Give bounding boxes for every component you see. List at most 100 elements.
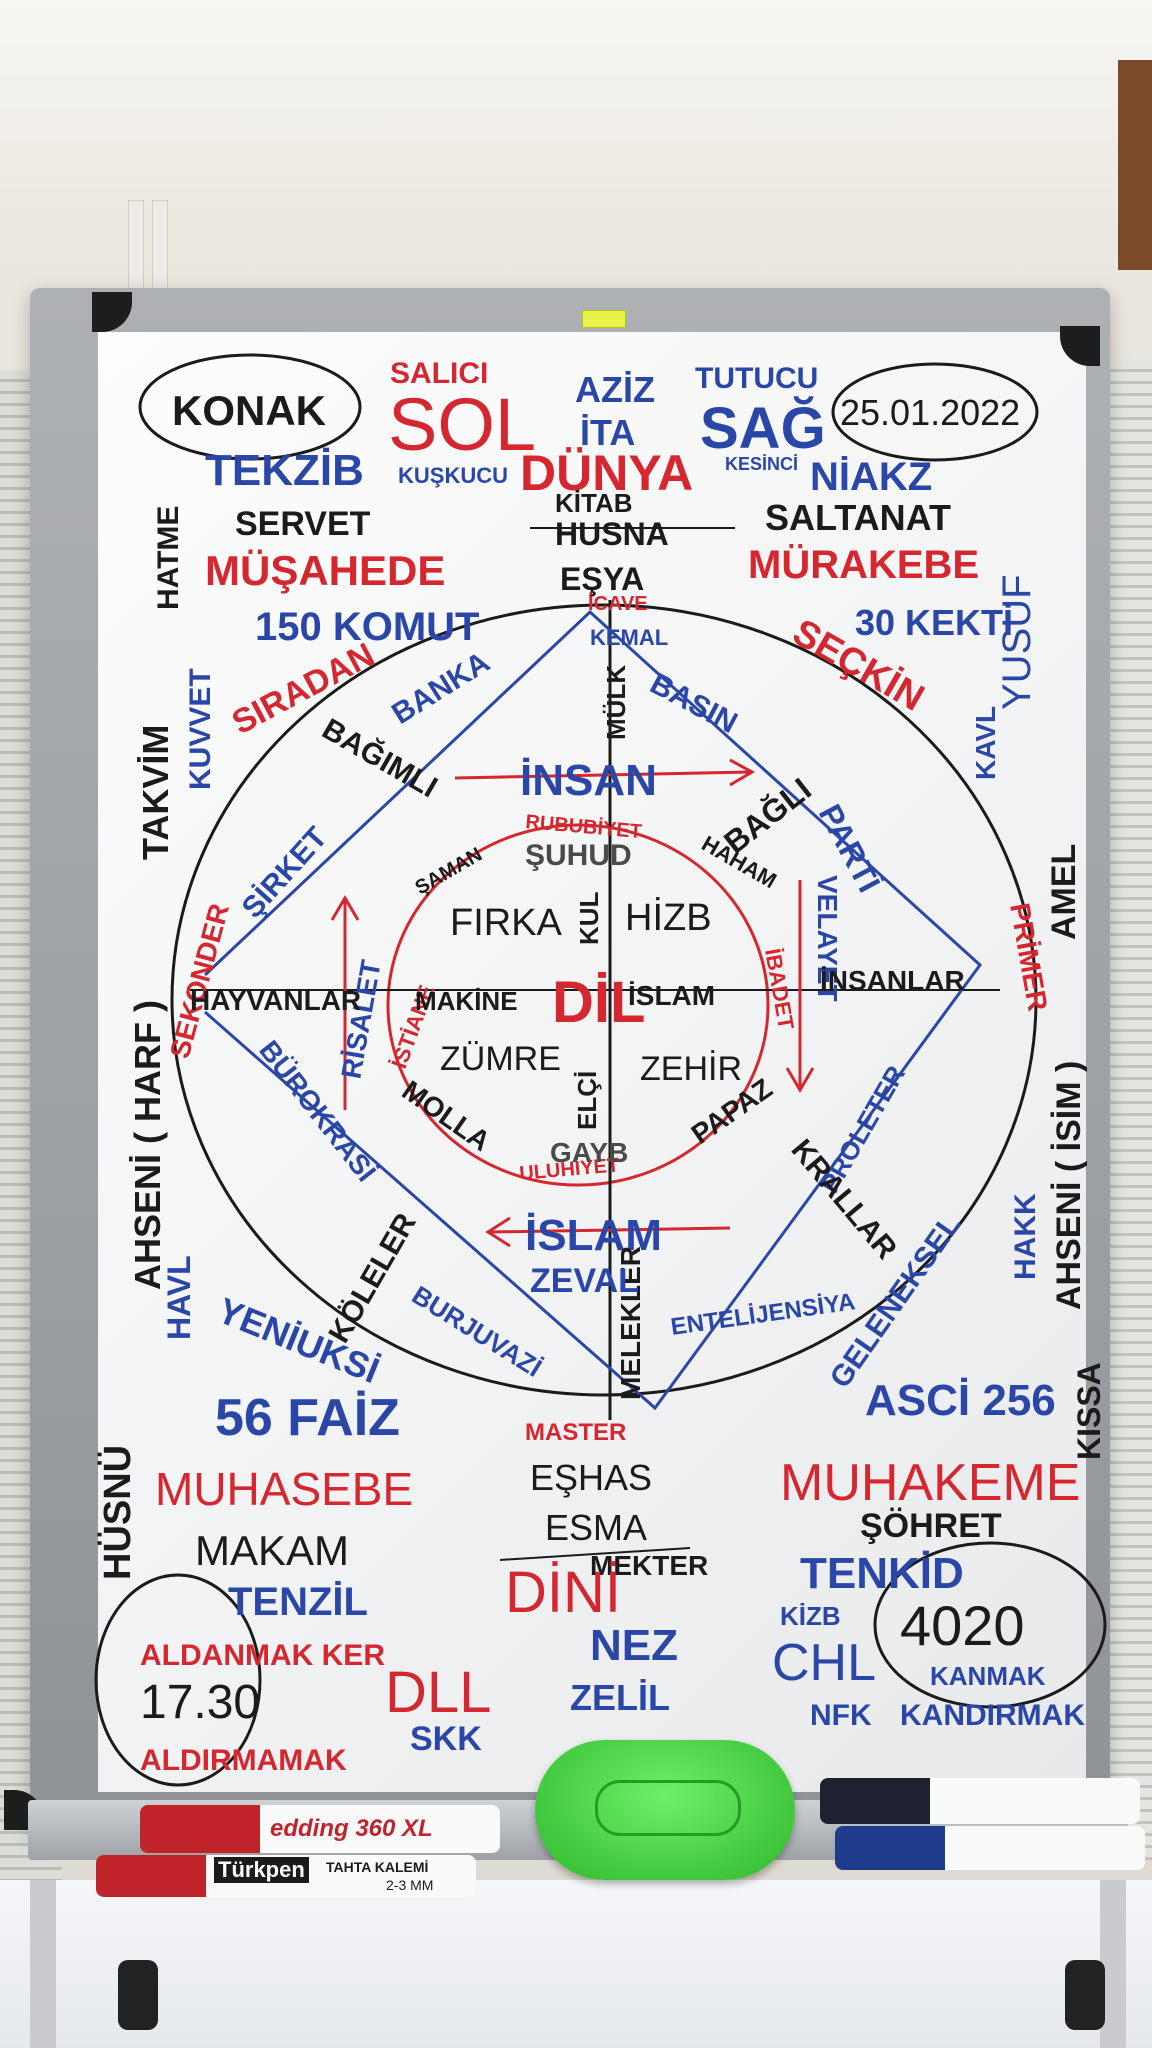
diamond-arrows <box>203 609 983 1411</box>
ceiling <box>0 0 1152 230</box>
turkpen-marker[interactable]: Türkpen TAHTA KALEMİ 2-3 MM <box>96 1855 476 1897</box>
murakebe-text: MÜRAKEBE <box>748 542 979 587</box>
bagimli-text: BAĞIMLI <box>317 712 444 805</box>
time-text: 17.30 <box>140 1676 260 1729</box>
makam-text: MAKAM <box>195 1527 349 1574</box>
firka-text: FIRKA <box>450 902 563 944</box>
brown-cabinet <box>1118 60 1152 270</box>
kitab-text: KİTAB <box>555 488 633 518</box>
yusuf-text: YUSUF <box>995 574 1039 710</box>
whiteboard-eraser[interactable] <box>535 1740 795 1880</box>
dll-text: DLL <box>385 1660 491 1725</box>
blue-marker[interactable] <box>835 1826 1145 1870</box>
esya-text: EŞYA <box>560 561 644 597</box>
hayvanlar-text: HAYVANLAR <box>190 985 361 1016</box>
kekti-text: 30 KEKTİ <box>855 602 1013 643</box>
year-circle <box>873 1541 1107 1709</box>
turkpen-size-label: 2-3 MM <box>386 1877 434 1893</box>
husna-text: HUSNA <box>555 516 669 552</box>
sohret-text: ŞÖHRET <box>860 1507 1002 1545</box>
hizb-text: HİZB <box>625 896 712 939</box>
inner-circle <box>386 823 770 1187</box>
koleler-text: KÖLELER <box>322 1208 422 1349</box>
aldirmamak-text: ALDIRMAMAK <box>140 1744 347 1777</box>
komut-text: 150 KOMUT <box>255 605 480 649</box>
kesinci-text: KESİNCİ <box>725 454 798 474</box>
year-text: 4020 <box>900 1594 1025 1657</box>
saman-text: ŞAMAN <box>412 844 487 900</box>
amel-text: AMEL <box>1045 844 1083 940</box>
konak-circle <box>138 353 362 461</box>
muhasebe-text: MUHASEBE <box>155 1463 413 1515</box>
kul-text: KUL <box>574 891 604 945</box>
arrow-head <box>785 1067 815 1093</box>
stand-knob[interactable] <box>118 1960 158 2030</box>
aldanmak-text: ALDANMAK KER <box>140 1639 385 1672</box>
underline <box>499 1547 691 1561</box>
elci-text: ELÇİ <box>572 1071 602 1130</box>
eshas-text: EŞHAS <box>530 1457 652 1498</box>
date-text: 25.01.2022 <box>840 392 1020 433</box>
kuvvet-text: KUVVET <box>184 668 217 790</box>
zeval-text: ZEVAL <box>530 1262 639 1300</box>
floor <box>0 1880 1152 2048</box>
hakk-text: HAKK <box>1009 1193 1042 1280</box>
ita-text: İTA <box>580 412 635 453</box>
yellow-sticker <box>582 310 626 328</box>
zumre-text: ZÜMRE <box>440 1040 561 1078</box>
kemal-text: KEMAL <box>590 625 668 650</box>
tutucu-text: TUTUCU <box>695 362 818 395</box>
aziz-text: AZİZ <box>575 369 655 410</box>
arrow-head <box>729 758 756 787</box>
stand-knob[interactable] <box>1065 1960 1105 2030</box>
edding-label: edding 360 XL <box>270 1815 433 1842</box>
islam-text: İSLAM <box>525 1211 662 1260</box>
nez-text: NEZ <box>590 1621 678 1670</box>
arrow-head <box>485 1216 511 1248</box>
black-marker[interactable] <box>820 1778 1140 1824</box>
salici-text: SALICI <box>390 357 488 390</box>
gayb-text: GAYB <box>550 1137 628 1168</box>
tekzib-text: TEKZİB <box>205 446 364 495</box>
konak-text: KONAK <box>172 387 326 434</box>
outer-circle <box>170 603 1038 1397</box>
turkpen-sub-label: TAHTA KALEMİ <box>326 1859 429 1875</box>
ahseni-isim-text: AHSENİ ( İSİM ) <box>1050 1061 1088 1310</box>
window-blind-right <box>1108 360 1152 1860</box>
muhakeme-text: MUHAKEME <box>780 1454 1080 1512</box>
makine-text: MAKİNE <box>415 986 518 1016</box>
servet-text: SERVET <box>235 505 371 543</box>
melekler-text: MELEKLER <box>615 1246 646 1400</box>
tenkid-text: TENKİD <box>800 1549 964 1598</box>
stand-leg <box>30 1880 56 2048</box>
edding-marker[interactable]: edding 360 XL <box>140 1805 500 1853</box>
husnu-text: HÜSNÜ <box>96 1445 139 1580</box>
islam-arrow <box>489 1226 731 1234</box>
kanmak-text: KANMAK <box>930 1661 1046 1691</box>
kandirmak-text: KANDIRMAK <box>900 1699 1085 1732</box>
dil-text: DİL <box>552 970 645 1035</box>
zehir-text: ZEHİR <box>640 1050 742 1088</box>
ascii-text: ASCİ 256 <box>865 1376 1056 1425</box>
date-circle <box>831 362 1039 462</box>
sirket-text: ŞİRKET <box>236 821 334 925</box>
eraser-grip <box>595 1780 741 1836</box>
havl-text: HAVL <box>161 1255 197 1340</box>
sol-text: SOL <box>388 383 536 466</box>
faiz-text: 56 FAİZ <box>215 1389 400 1447</box>
axis-islam-text: İSLAM <box>628 980 715 1011</box>
basin-text: BASIN <box>645 667 743 740</box>
insanlar-text: İNSANLAR <box>820 965 965 996</box>
kuskucu-text: KUŞKUCU <box>398 463 508 488</box>
kissa-text: KISSA <box>1071 1362 1107 1460</box>
nfk-text: NFK <box>810 1699 872 1732</box>
zelil-text: ZELİL <box>570 1677 670 1718</box>
takvim-text: TAKVİM <box>135 725 176 860</box>
hatme-text: HATME <box>152 506 185 610</box>
molla-text: MOLLA <box>397 1075 496 1157</box>
ahseni-harf-text: AHSENİ ( HARF ) <box>127 1000 168 1290</box>
insan-arrow <box>454 770 751 780</box>
suhud-text: ŞUHUD <box>525 839 632 872</box>
dini-text: DİNİ <box>505 1560 621 1625</box>
